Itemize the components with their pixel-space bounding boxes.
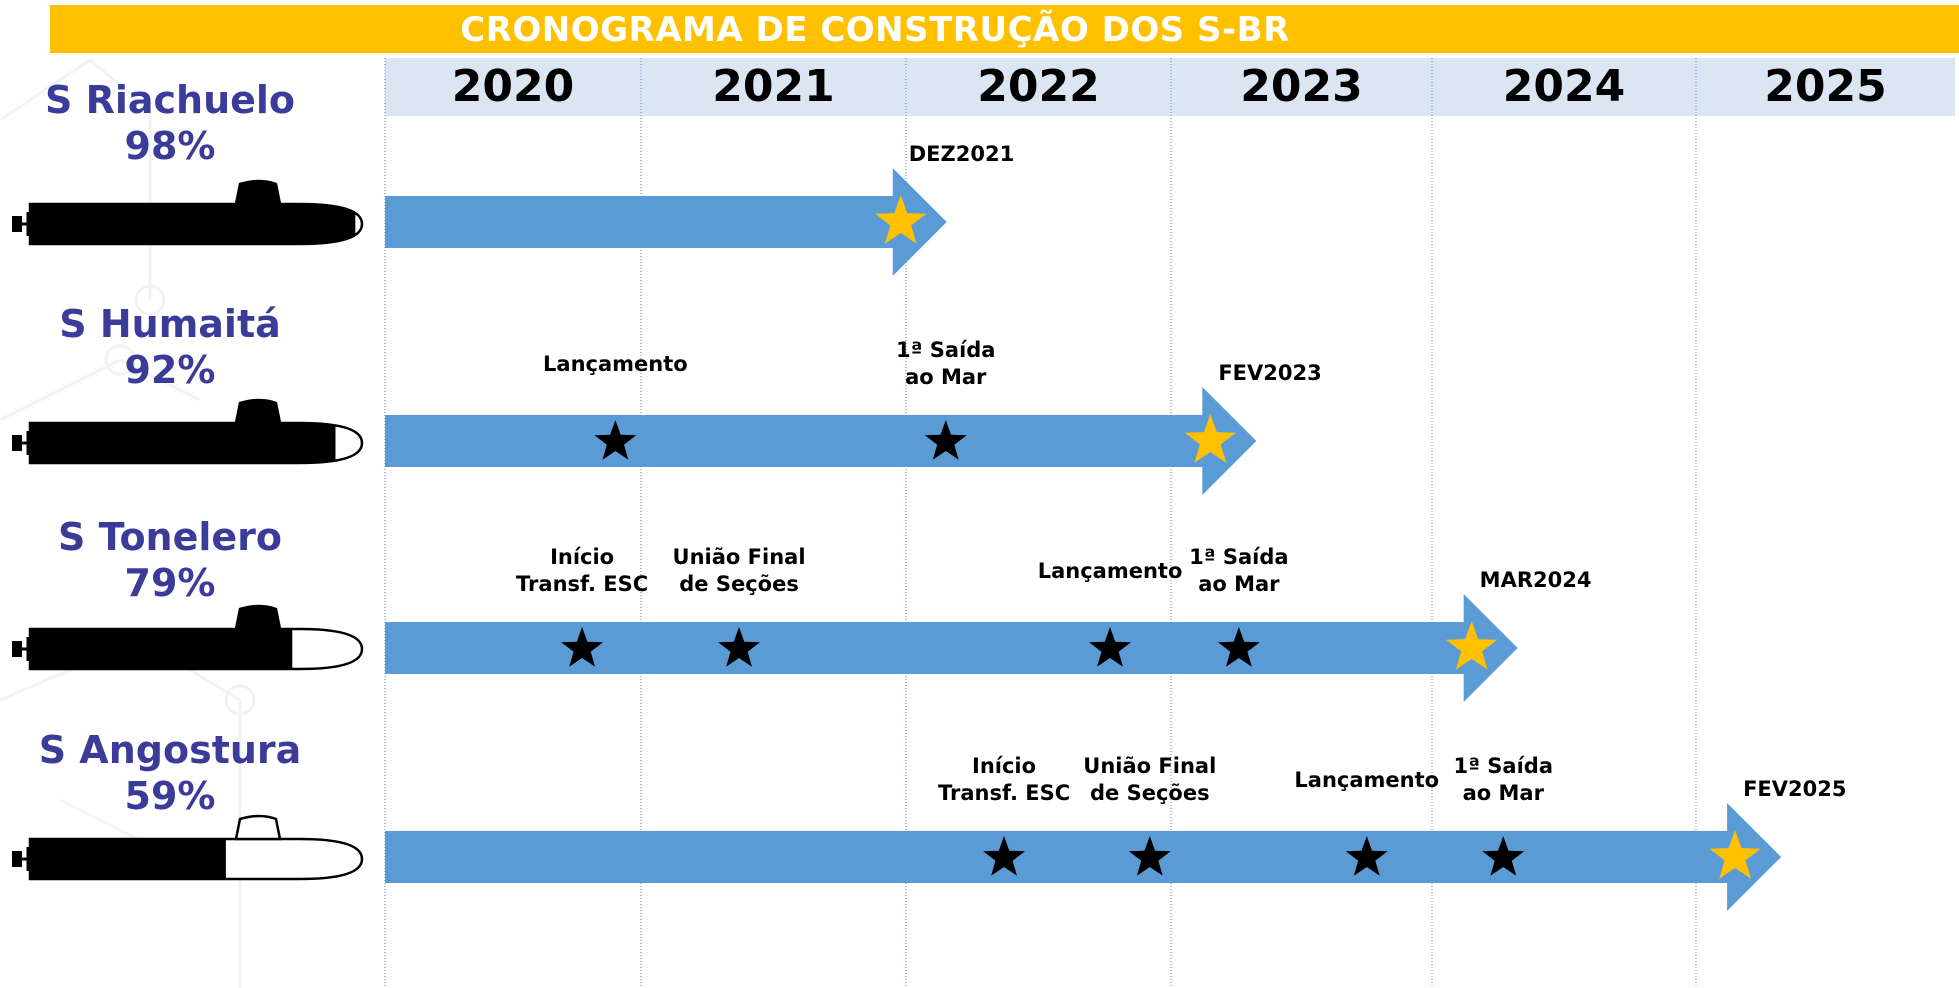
submarine-progress-fill [30,606,293,669]
submarine-name: S Riachuelo [44,78,296,122]
bg-line [0,358,121,422]
submarine-progress-label: 59% [124,774,216,818]
year-label-2022: 2022 [977,61,1100,112]
milestone-label-line: Lançamento [1037,559,1183,583]
end-date-label: FEV2023 [1218,361,1322,385]
submarine-tail [12,847,35,871]
year-header-cell [641,58,906,116]
milestone-label-line: ao Mar [905,365,987,389]
milestone-label-line: 1ª Saída [1189,545,1289,569]
submarine-progress-label: 79% [124,561,216,605]
submarine-progress-label: 92% [124,348,216,392]
year-header-cell [385,58,641,116]
milestone-label-line: de Seções [679,572,799,596]
submarine-progress-fill [30,181,356,244]
year-label-2020: 2020 [451,61,575,112]
bg-node [104,344,136,376]
year-label-2024: 2024 [1502,61,1626,112]
submarine-row [12,803,1782,911]
milestone-star [1482,836,1525,876]
milestone-label-line: Início [550,545,615,569]
submarine-row [12,168,947,276]
schedule-arrow [385,387,1257,495]
milestone-label: 1ª Saída ao Mar [1139,544,1339,598]
submarine-progress-label: 98% [124,124,216,168]
final-milestone-star [1446,621,1498,670]
chart-title: CRONOGRAMA DE CONSTRUÇÃO DOS S-BR [460,10,1290,50]
submarine-name: S Humaitá [59,302,281,346]
submarine-tail [12,637,35,661]
milestone-label-line: Transf. ESC [516,572,649,596]
milestone-star [561,627,603,667]
title-bar: CRONOGRAMA DE CONSTRUÇÃO DOS S-BR [50,5,1959,53]
milestone-star [1217,627,1260,667]
milestone-label: 1ª Saída ao Mar [846,337,1046,391]
schedule-arrow [385,168,947,276]
milestone-star [1089,627,1131,667]
year-label-2025: 2025 [1764,61,1887,112]
milestone-star [594,420,637,460]
schedule-arrow [385,594,1518,702]
bg-line [0,58,91,122]
milestone-star [1345,836,1388,876]
milestone-label-line: 1ª Saída [896,338,996,362]
milestone-label-line: União Final [672,545,806,569]
submarine-row [12,594,1518,702]
milestone-label: União Final de Seções [1050,753,1250,807]
milestone-star [718,627,760,667]
year-label-2023: 2023 [1240,61,1363,112]
submarine-tail [12,212,35,236]
bg-node [134,284,166,316]
end-date-label: DEZ2021 [908,142,1015,166]
bg-node [224,684,256,716]
milestone-label: 1ª Saída ao Mar [1403,753,1603,807]
end-date-label: FEV2025 [1743,777,1847,801]
submarine-name: S Tonelero [57,515,283,559]
year-header-cell [1171,58,1432,116]
milestone-star [924,420,967,460]
milestone-star [983,836,1025,876]
milestone-label-line: União Final [1083,754,1217,778]
milestone-label: Lançamento [1267,767,1467,794]
year-header-cell [906,58,1171,116]
submarine-row [12,387,1257,495]
year-header-cell [1696,58,1955,116]
milestone-label-line: Transf. ESC [937,781,1071,805]
submarine-tail [12,431,35,455]
year-label-2021: 2021 [712,61,835,112]
milestone-label: Lançamento [1010,558,1210,585]
milestone-label-line: ao Mar [1462,781,1544,805]
milestone-label-line: Lançamento [1294,768,1440,792]
bg-line [119,358,201,402]
milestone-label-line: 1ª Saída [1453,754,1553,778]
final-milestone-star [875,195,927,244]
milestone-label: Lançamento [515,351,715,378]
milestone-label: União Final de Seções [639,544,839,598]
final-milestone-star [1184,414,1236,463]
end-date-label: MAR2024 [1479,568,1592,592]
milestone-label-line: Início [972,754,1037,778]
submarine-progress-fill [30,400,336,463]
milestone-label-line: de Seções [1090,781,1210,805]
milestone-label-line: ao Mar [1198,572,1280,596]
bg-line [89,58,151,112]
milestone-star [1128,836,1171,876]
year-header-cell [1432,58,1696,116]
submarine-progress-fill [30,839,226,879]
schedule-arrow [385,803,1782,911]
milestone-label-line: Lançamento [543,352,688,376]
submarine-name: S Angostura [38,728,302,772]
final-milestone-star [1709,830,1761,879]
